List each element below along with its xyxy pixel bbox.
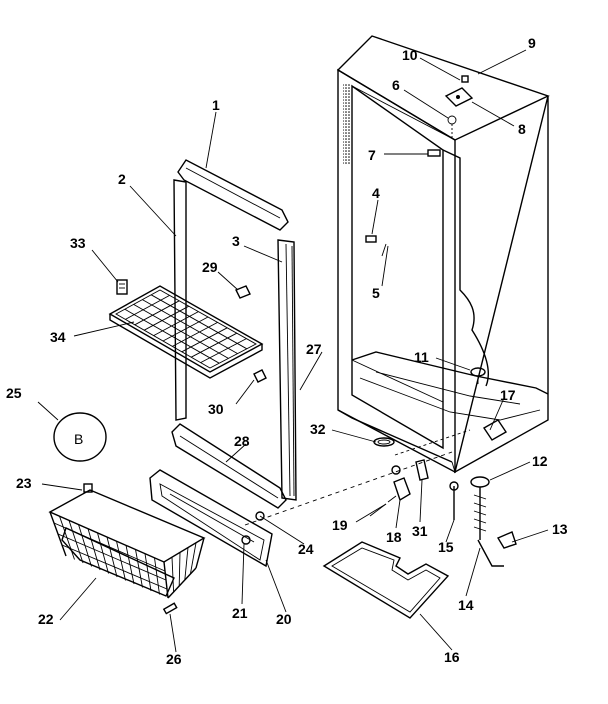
thermostat-knob — [373, 437, 395, 447]
cabinet-shell — [244, 35, 550, 526]
callout-p26: 26 — [166, 651, 182, 667]
callout-p33: 33 — [70, 235, 86, 251]
leveling-legs — [449, 476, 517, 567]
callout-p14: 14 — [458, 597, 474, 613]
inset-label: B — [74, 431, 83, 447]
callout-p5: 5 — [372, 285, 380, 301]
callout-p9: 9 — [528, 35, 536, 51]
callout-p21: 21 — [232, 605, 248, 621]
leader-lines — [37, 49, 549, 653]
drain-pan — [322, 541, 450, 619]
callout-p23: 23 — [16, 475, 32, 491]
callout-p6: 6 — [392, 77, 400, 93]
callout-p4: 4 — [372, 185, 380, 201]
callout-p13: 13 — [552, 521, 568, 537]
callout-p3: 3 — [232, 233, 240, 249]
top-hinge-bracket — [444, 75, 474, 140]
callout-p7: 7 — [368, 147, 376, 163]
callout-p2: 2 — [118, 171, 126, 187]
callout-p10: 10 — [402, 47, 418, 63]
callout-p12: 12 — [532, 453, 548, 469]
shelf-bracket — [116, 279, 128, 295]
door-clips — [235, 285, 267, 383]
callout-p25: 25 — [6, 385, 22, 401]
callout-p22: 22 — [38, 611, 54, 627]
callout-p8: 8 — [518, 121, 526, 137]
door-panel — [149, 469, 273, 568]
callout-p17: 17 — [500, 387, 516, 403]
part-callouts: 1234567891011121314151617181920212223242… — [6, 35, 568, 667]
callout-p32: 32 — [310, 421, 326, 437]
callout-p34: 34 — [50, 329, 66, 345]
door-gasket-left — [173, 179, 187, 421]
callout-p30: 30 — [208, 401, 224, 417]
callout-p31: 31 — [412, 523, 428, 539]
callout-p15: 15 — [438, 539, 454, 555]
callout-p18: 18 — [386, 529, 402, 545]
door-liner — [277, 239, 297, 501]
detail-inset: B — [53, 412, 107, 462]
callout-p24: 24 — [298, 541, 314, 557]
callout-p20: 20 — [276, 611, 292, 627]
callout-p28: 28 — [234, 433, 250, 449]
wire-basket — [48, 483, 206, 599]
hinge-hardware — [369, 459, 429, 517]
callout-p16: 16 — [444, 649, 460, 665]
callout-p1: 1 — [212, 97, 220, 113]
callout-p11: 11 — [414, 349, 429, 365]
door-gasket-top — [177, 159, 289, 231]
wire-shelf — [108, 285, 264, 379]
basket-pin — [162, 602, 178, 615]
callout-p29: 29 — [202, 259, 218, 275]
callout-p27: 27 — [306, 341, 322, 357]
callout-p19: 19 — [332, 517, 348, 533]
wall-clips — [365, 149, 507, 441]
door-gasket-bottom — [171, 423, 287, 509]
